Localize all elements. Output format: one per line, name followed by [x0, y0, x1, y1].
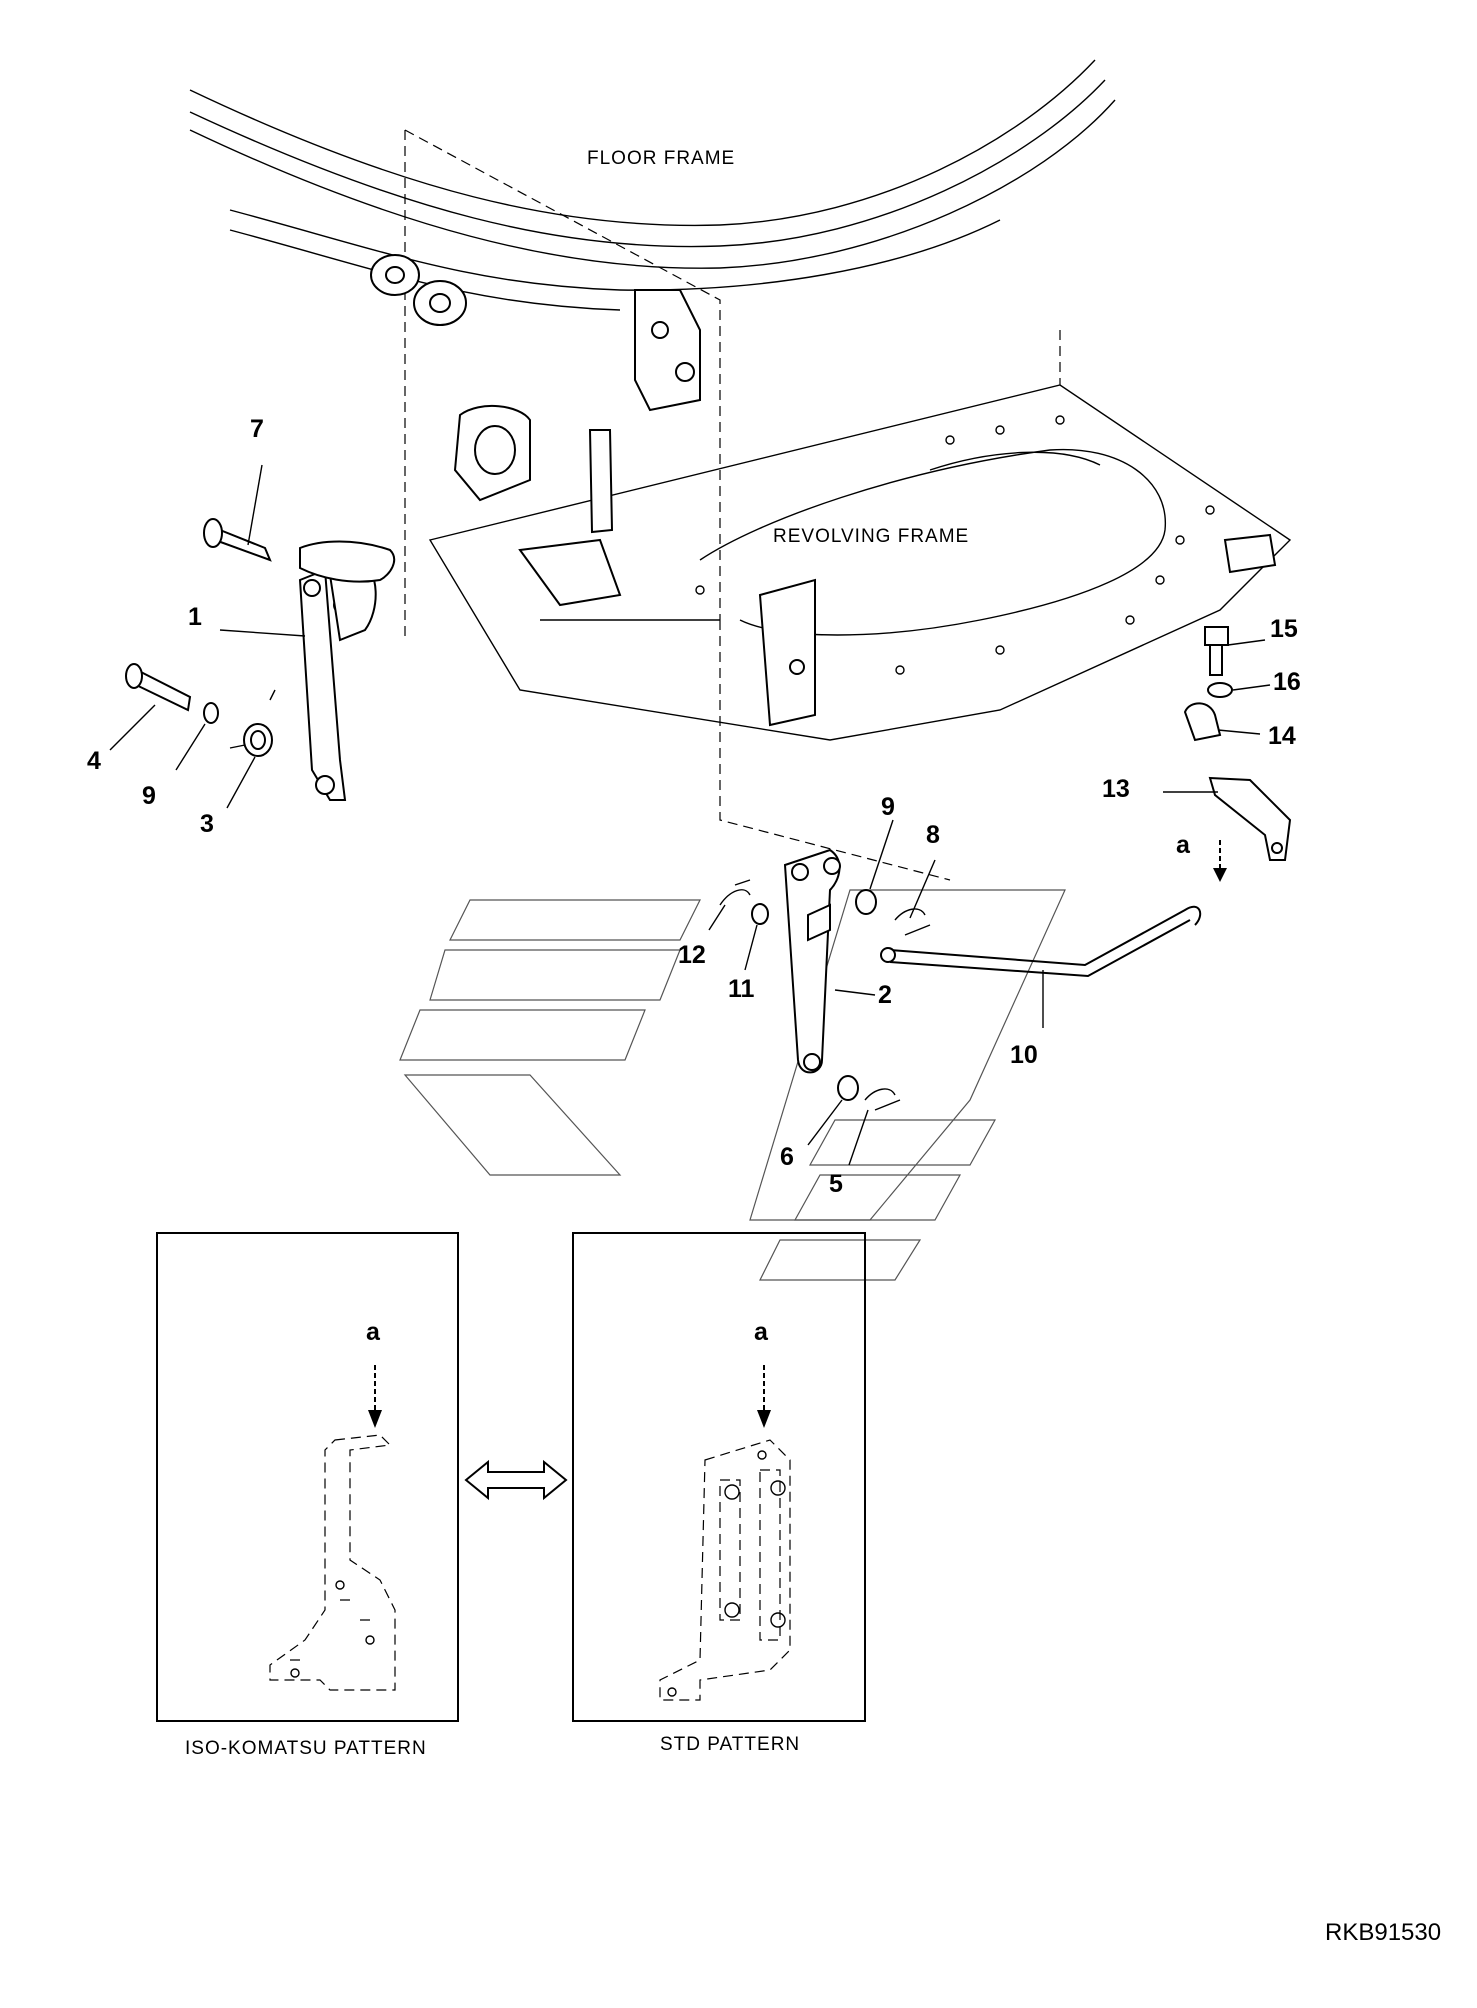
part-3-spring: [229, 689, 276, 757]
callout-13: 13: [1102, 775, 1130, 803]
callout-6: 6: [780, 1143, 794, 1171]
part-9-washer-left: [203, 702, 219, 724]
revolving-frame-drawing: [428, 330, 1292, 881]
leader-lines: [109, 464, 1271, 1166]
part-1-lever: [298, 540, 396, 801]
iso-view-marker: a: [366, 1318, 381, 1346]
callout-14: 14: [1268, 722, 1296, 750]
callout-4: 4: [87, 747, 101, 775]
part-15-bolt: [1204, 626, 1229, 676]
part-14-clamp: [1183, 702, 1222, 742]
callout-5: 5: [829, 1170, 843, 1198]
callout-1: 1: [188, 603, 202, 631]
iso-komatsu-caption: ISO-KOMATSU PATTERN: [185, 1738, 427, 1759]
drawing-code: RKB91530: [1325, 1919, 1441, 1946]
callout-7: 7: [250, 415, 264, 443]
callout-11: 11: [728, 975, 755, 1003]
part-8-pin: [894, 908, 931, 936]
floor-frame-label: FLOOR FRAME: [587, 148, 735, 169]
floor-frame-drawing: [189, 59, 1116, 640]
watermark-logo: [399, 889, 1066, 1281]
frame-holes: [695, 415, 1215, 675]
part-5-pin: [864, 1088, 901, 1111]
revolving-frame-label: REVOLVING FRAME: [773, 526, 969, 547]
part-7-pin: [203, 518, 272, 562]
callout-9-right: 9: [881, 793, 895, 821]
view-arrow-a: [1213, 840, 1227, 882]
part-12-pin: [719, 879, 751, 906]
callout-15: 15: [1270, 615, 1298, 643]
double-arrow-icon: [464, 1459, 568, 1501]
part-9-washer-right: [855, 889, 877, 915]
callout-9-left: 9: [142, 782, 156, 810]
part-4-pin: [125, 663, 192, 712]
part-11-washer: [751, 903, 769, 925]
hinge-lug-icon: [370, 254, 467, 326]
part-16-washer: [1207, 682, 1233, 698]
callout-8: 8: [926, 821, 940, 849]
callout-3: 3: [200, 810, 214, 838]
callout-2: 2: [878, 981, 892, 1009]
callout-12: 12: [678, 941, 706, 969]
frame-bracket-icon: [634, 289, 701, 412]
part-6-washer: [837, 1075, 859, 1101]
part-13-bracket: [1208, 776, 1292, 861]
std-pattern-caption: STD PATTERN: [660, 1734, 800, 1755]
view-marker-a: a: [1176, 831, 1191, 859]
callout-10: 10: [1010, 1041, 1038, 1069]
part-2-link: [783, 848, 841, 1074]
callout-16: 16: [1273, 668, 1301, 696]
inset-iso-komatsu: a: [156, 1232, 459, 1722]
mount-bracket-icon: [453, 404, 1277, 727]
part-10-rod: [880, 905, 1202, 978]
inset-std: a: [572, 1232, 866, 1722]
std-view-marker: a: [754, 1318, 769, 1346]
